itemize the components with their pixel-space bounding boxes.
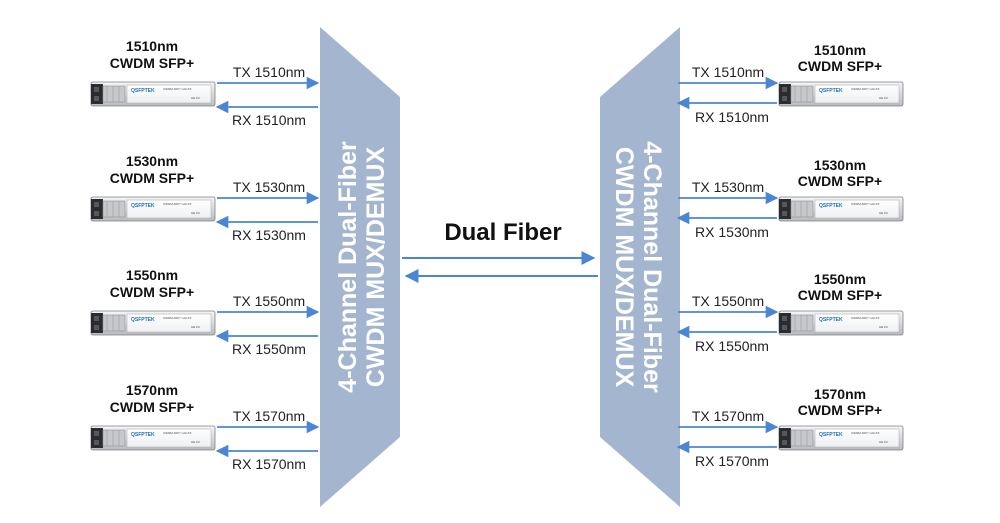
sfp-module: QSFPTEK CWDM-SFP-*-LR-XX CE FC [778, 425, 904, 451]
right-channel-1510: 1510nm CWDM SFP+ QSFPTEK CWDM-SFP-*-LR-X… [676, 42, 904, 125]
left-channel-1530: 1530nm CWDM SFP+ QSFPTEK CWDM-SFP-*-LR-X… [90, 153, 320, 243]
sfp-cert-label: CE FC [191, 96, 201, 100]
sfp-brand-label: QSFPTEK [819, 203, 843, 209]
sfp-wavelength-label: 1570nm [814, 386, 866, 402]
right-mux-label-line2: CWDM MUX/DEMUX [610, 147, 638, 388]
sfp-module: QSFPTEK CWDM-SFP-*-LR-XX CE FC [90, 425, 216, 451]
sfp-type-label: CWDM SFP+ [110, 170, 194, 186]
sfp-wavelength-label: 1530nm [126, 153, 178, 169]
tx-label: TX 1550nm [233, 293, 305, 309]
sfp-brand-label: QSFPTEK [819, 432, 843, 438]
sfp-part-label: CWDM-SFP-*-LR-XX [851, 202, 880, 206]
right-channel-1550: 1550nm CWDM SFP+ QSFPTEK CWDM-SFP-*-LR-X… [676, 271, 904, 354]
sfp-cert-label: CE FC [191, 325, 201, 329]
sfp-brand-label: QSFPTEK [131, 317, 155, 323]
sfp-part-label: CWDM-SFP-*-LR-XX [163, 316, 192, 320]
rx-label: RX 1530nm [232, 227, 306, 243]
sfp-brand-label: QSFPTEK [819, 88, 843, 94]
sfp-module: QSFPTEK CWDM-SFP-*-LR-XX CE FC [90, 196, 216, 222]
sfp-type-label: CWDM SFP+ [798, 173, 882, 189]
sfp-module: QSFPTEK CWDM-SFP-*-LR-XX CE FC [778, 310, 904, 336]
left-mux-demux-shape [320, 27, 400, 507]
rx-label: RX 1510nm [232, 112, 306, 128]
right-channel-1530: 1530nm CWDM SFP+ QSFPTEK CWDM-SFP-*-LR-X… [676, 157, 904, 240]
rx-label: RX 1570nm [695, 453, 769, 469]
tx-label: TX 1550nm [692, 293, 764, 309]
sfp-module: QSFPTEK CWDM-SFP-*-LR-XX CE FC [90, 81, 216, 107]
sfp-part-label: CWDM-SFP-*-LR-XX [163, 202, 192, 206]
right-mux-label-line1: 4-Channel Dual-Fiber [638, 141, 666, 393]
sfp-module: QSFPTEK CWDM-SFP-*-LR-XX CE FC [90, 310, 216, 336]
sfp-part-label: CWDM-SFP-*-LR-XX [851, 316, 880, 320]
left-channel-1510: 1510nm CWDM SFP+ QSFPTEK CWDM-SFP-*-LR-X… [90, 38, 320, 128]
sfp-cert-label: CE FC [191, 440, 201, 444]
dual-fiber-label: Dual Fiber [444, 219, 561, 246]
tx-label: TX 1510nm [692, 64, 764, 80]
sfp-wavelength-label: 1550nm [814, 271, 866, 287]
sfp-module: QSFPTEK CWDM-SFP-*-LR-XX CE FC [778, 81, 904, 107]
sfp-module: QSFPTEK CWDM-SFP-*-LR-XX CE FC [778, 196, 904, 222]
sfp-cert-label: CE FC [191, 211, 201, 215]
tx-label: TX 1510nm [233, 64, 305, 80]
tx-label: TX 1570nm [692, 408, 764, 424]
sfp-cert-label: CE FC [879, 440, 889, 444]
right-channel-1570: 1570nm CWDM SFP+ QSFPTEK CWDM-SFP-*-LR-X… [676, 386, 904, 469]
sfp-type-label: CWDM SFP+ [110, 399, 194, 415]
left-mux-label-line2: CWDM MUX/DEMUX [362, 147, 390, 388]
sfp-part-label: CWDM-SFP-*-LR-XX [163, 431, 192, 435]
tx-label: TX 1530nm [692, 179, 764, 195]
left-channel-1550: 1550nm CWDM SFP+ QSFPTEK CWDM-SFP-*-LR-X… [90, 267, 320, 357]
rx-label: RX 1570nm [232, 456, 306, 472]
left-mux-label-line1: 4-Channel Dual-Fiber [334, 141, 362, 393]
sfp-wavelength-label: 1530nm [814, 157, 866, 173]
sfp-type-label: CWDM SFP+ [798, 402, 882, 418]
sfp-brand-label: QSFPTEK [131, 203, 155, 209]
tx-label: TX 1530nm [233, 179, 305, 195]
sfp-type-label: CWDM SFP+ [798, 287, 882, 303]
rx-label: RX 1510nm [695, 109, 769, 125]
sfp-cert-label: CE FC [879, 325, 889, 329]
left-channel-1570: 1570nm CWDM SFP+ QSFPTEK CWDM-SFP-*-LR-X… [90, 382, 320, 472]
sfp-part-label: CWDM-SFP-*-LR-XX [851, 431, 880, 435]
left-mux-label: 4-Channel Dual-Fiber CWDM MUX/DEMUX [334, 141, 390, 393]
sfp-type-label: CWDM SFP+ [110, 55, 194, 71]
sfp-wavelength-label: 1510nm [814, 42, 866, 58]
sfp-type-label: CWDM SFP+ [110, 284, 194, 300]
sfp-part-label: CWDM-SFP-*-LR-XX [163, 87, 192, 91]
tx-label: TX 1570nm [233, 408, 305, 424]
sfp-wavelength-label: 1550nm [126, 267, 178, 283]
sfp-part-label: CWDM-SFP-*-LR-XX [851, 87, 880, 91]
rx-label: RX 1550nm [695, 338, 769, 354]
sfp-brand-label: QSFPTEK [819, 317, 843, 323]
rx-label: RX 1530nm [695, 224, 769, 240]
rx-label: RX 1550nm [232, 341, 306, 357]
sfp-brand-label: QSFPTEK [131, 432, 155, 438]
right-mux-label: 4-Channel Dual-Fiber CWDM MUX/DEMUX [610, 141, 666, 393]
sfp-type-label: CWDM SFP+ [798, 58, 882, 74]
sfp-cert-label: CE FC [879, 96, 889, 100]
sfp-wavelength-label: 1510nm [126, 38, 178, 54]
sfp-wavelength-label: 1570nm [126, 382, 178, 398]
sfp-cert-label: CE FC [879, 211, 889, 215]
right-mux-demux-shape [600, 27, 680, 507]
sfp-brand-label: QSFPTEK [131, 88, 155, 94]
